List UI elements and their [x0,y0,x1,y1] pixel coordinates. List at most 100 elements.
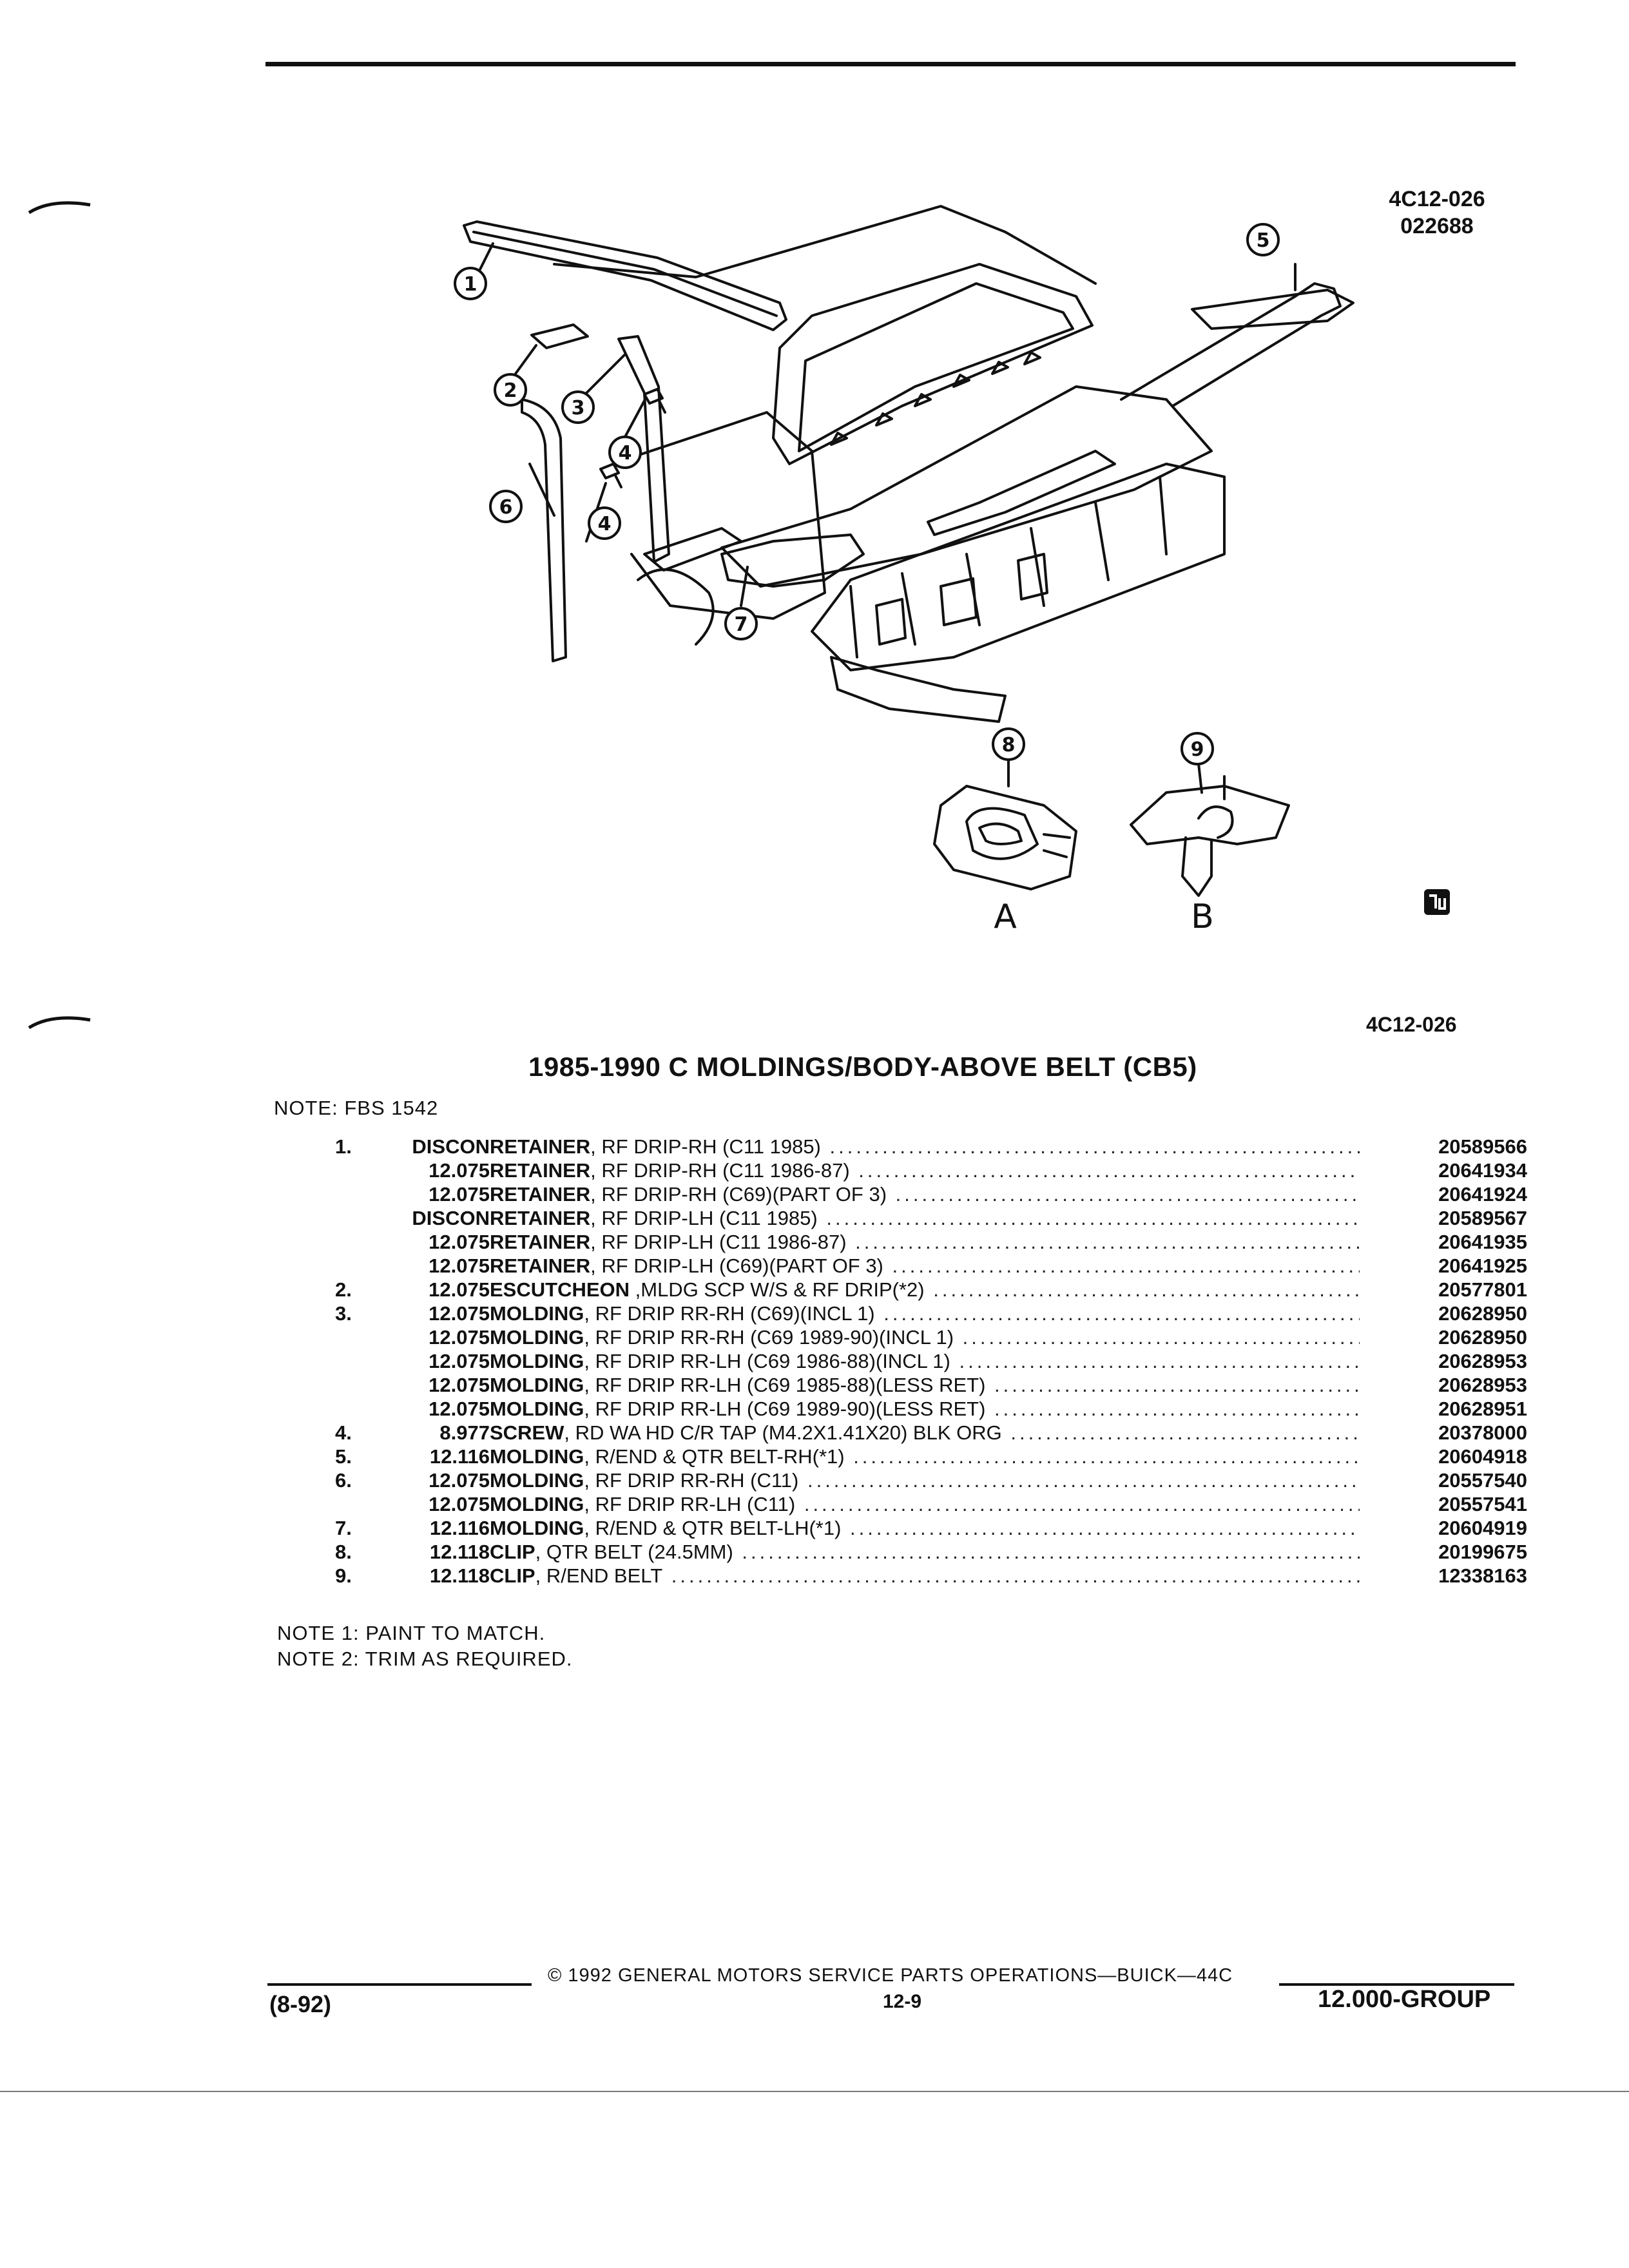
item-number: 5. [335,1445,352,1468]
item-description: RETAINER, RF DRIP-RH (C11 1986-87) .....… [490,1159,1360,1182]
item-code: 12.116 [429,1517,490,1539]
part-number: 20577801 [1438,1278,1527,1301]
item-number: 6. [335,1469,352,1492]
leader-dots: ........................................… [1010,1421,1360,1444]
item-name: CLIP [490,1541,535,1563]
item-code: 12.075 [429,1278,490,1301]
notes: NOTE 1: PAINT TO MATCH. NOTE 2: TRIM AS … [277,1620,573,1672]
item-name: RETAINER [490,1207,591,1229]
clip-qtr-belt [933,785,1077,890]
leader-dots: ........................................… [850,1517,1360,1539]
item-number: 3. [335,1302,352,1325]
item-description: SCREW, RD WA HD C/R TAP (M4.2X1.41X20) B… [490,1421,1360,1445]
part-number: 20628951 [1438,1398,1527,1420]
svg-text:4: 4 [619,442,632,465]
leader-dots: ........................................… [804,1493,1360,1515]
part-number: 20641924 [1438,1183,1527,1206]
item-detail: , RF DRIP-RH (C11 1986-87) [590,1159,850,1182]
item-detail: , RF DRIP-LH (C11 1986-87) [590,1231,847,1253]
callout-9: 9 [1181,732,1214,765]
part-number: 20628950 [1438,1302,1527,1325]
svg-text:9: 9 [1191,738,1204,761]
item-number: 8. [335,1541,352,1563]
gm-logo [1424,889,1450,915]
item-detail: , R/END & QTR BELT-RH(*1) [584,1445,845,1468]
callout-5: 5 [1246,223,1280,256]
callout-3: 3 [561,390,595,424]
part-number: 20628953 [1438,1374,1527,1396]
item-name: RETAINER [490,1135,591,1158]
item-number: 1. [335,1135,352,1158]
roof-retainer [463,220,787,331]
part-number: 20589566 [1438,1135,1527,1158]
figure-ref-bottom: 4C12-026 [1366,1013,1457,1036]
item-detail: , RD WA HD C/R TAP (M4.2X1.41X20) BLK OR… [564,1421,1002,1444]
item-description: RETAINER, RF DRIP-LH (C11 1986-87) .....… [490,1231,1360,1254]
callout-7: 7 [724,607,758,640]
binder-mark-top [28,201,91,215]
bottom-scan-rule [0,2091,1629,2092]
figure-ref-code: 4C12-026 [1389,187,1485,211]
item-code: 12.075 [429,1231,490,1253]
leader-dots: ........................................… [855,1231,1360,1253]
leader-dots: ........................................… [892,1254,1360,1277]
leader-dots: ........................................… [826,1207,1360,1229]
item-code: 12.075 [429,1302,490,1325]
revision-date: (8-92) [269,1991,332,2017]
item-name: MOLDING [490,1374,584,1396]
callout-2: 2 [494,373,527,407]
callout-1: 1 [454,267,487,300]
screw-lower [599,463,622,488]
view-label-a: A [994,898,1017,936]
svg-text:5: 5 [1257,229,1270,252]
part-number: 20557540 [1438,1469,1527,1492]
svg-text:4: 4 [598,513,612,535]
item-detail: , R/END BELT [535,1564,663,1587]
item-name: MOLDING [490,1326,584,1349]
trunk-lid [720,385,1213,588]
leader-dots: ........................................… [959,1350,1360,1372]
figure-ref-date: 022688 [1400,214,1474,238]
item-code: DISCON [412,1135,490,1158]
clip-rend-belt [1130,785,1290,845]
rear-window-frame [772,263,1094,465]
part-number: 20641925 [1438,1254,1527,1277]
part-number: 20589567 [1438,1207,1527,1229]
svg-text:1: 1 [464,273,477,296]
belt-molding-lh [720,533,865,588]
parts-diagram: 1 2 3 4 4 5 6 7 8 9 A B [454,205,1450,936]
svg-text:7: 7 [735,613,748,636]
callout-4b: 4 [588,506,621,540]
item-code: 12.075 [429,1493,490,1515]
item-detail: , RF DRIP-RH (C69)(PART OF 3) [590,1183,887,1206]
leader-dots: ........................................… [994,1398,1360,1420]
item-name: RETAINER [490,1254,591,1277]
item-name: ESCUTCHEON [490,1278,630,1301]
item-description: MOLDING, RF DRIP RR-LH (C11) ...........… [490,1493,1360,1516]
part-number: 20604918 [1438,1445,1527,1468]
footer-copyright: © 1992 GENERAL MOTORS SERVICE PARTS OPER… [548,1965,1233,1986]
item-name: RETAINER [490,1231,591,1253]
svg-text:8: 8 [1002,734,1016,756]
item-name: MOLDING [490,1350,584,1372]
item-description: RETAINER, RF DRIP-LH (C11 1985) ........… [490,1207,1360,1230]
item-detail: , RF DRIP-RH (C11 1985) [590,1135,821,1158]
item-name: SCREW [490,1421,564,1444]
item-name: MOLDING [490,1398,584,1420]
callout-8: 8 [992,727,1025,761]
item-description: MOLDING, RF DRIP RR-RH (C69 1989-90)(INC… [490,1326,1360,1349]
footer-rule-right [1279,1983,1514,1986]
part-number: 20641935 [1438,1231,1527,1253]
leader-dots: ........................................… [895,1183,1360,1206]
item-detail: , RF DRIP RR-RH (C69)(INCL 1) [584,1302,875,1325]
